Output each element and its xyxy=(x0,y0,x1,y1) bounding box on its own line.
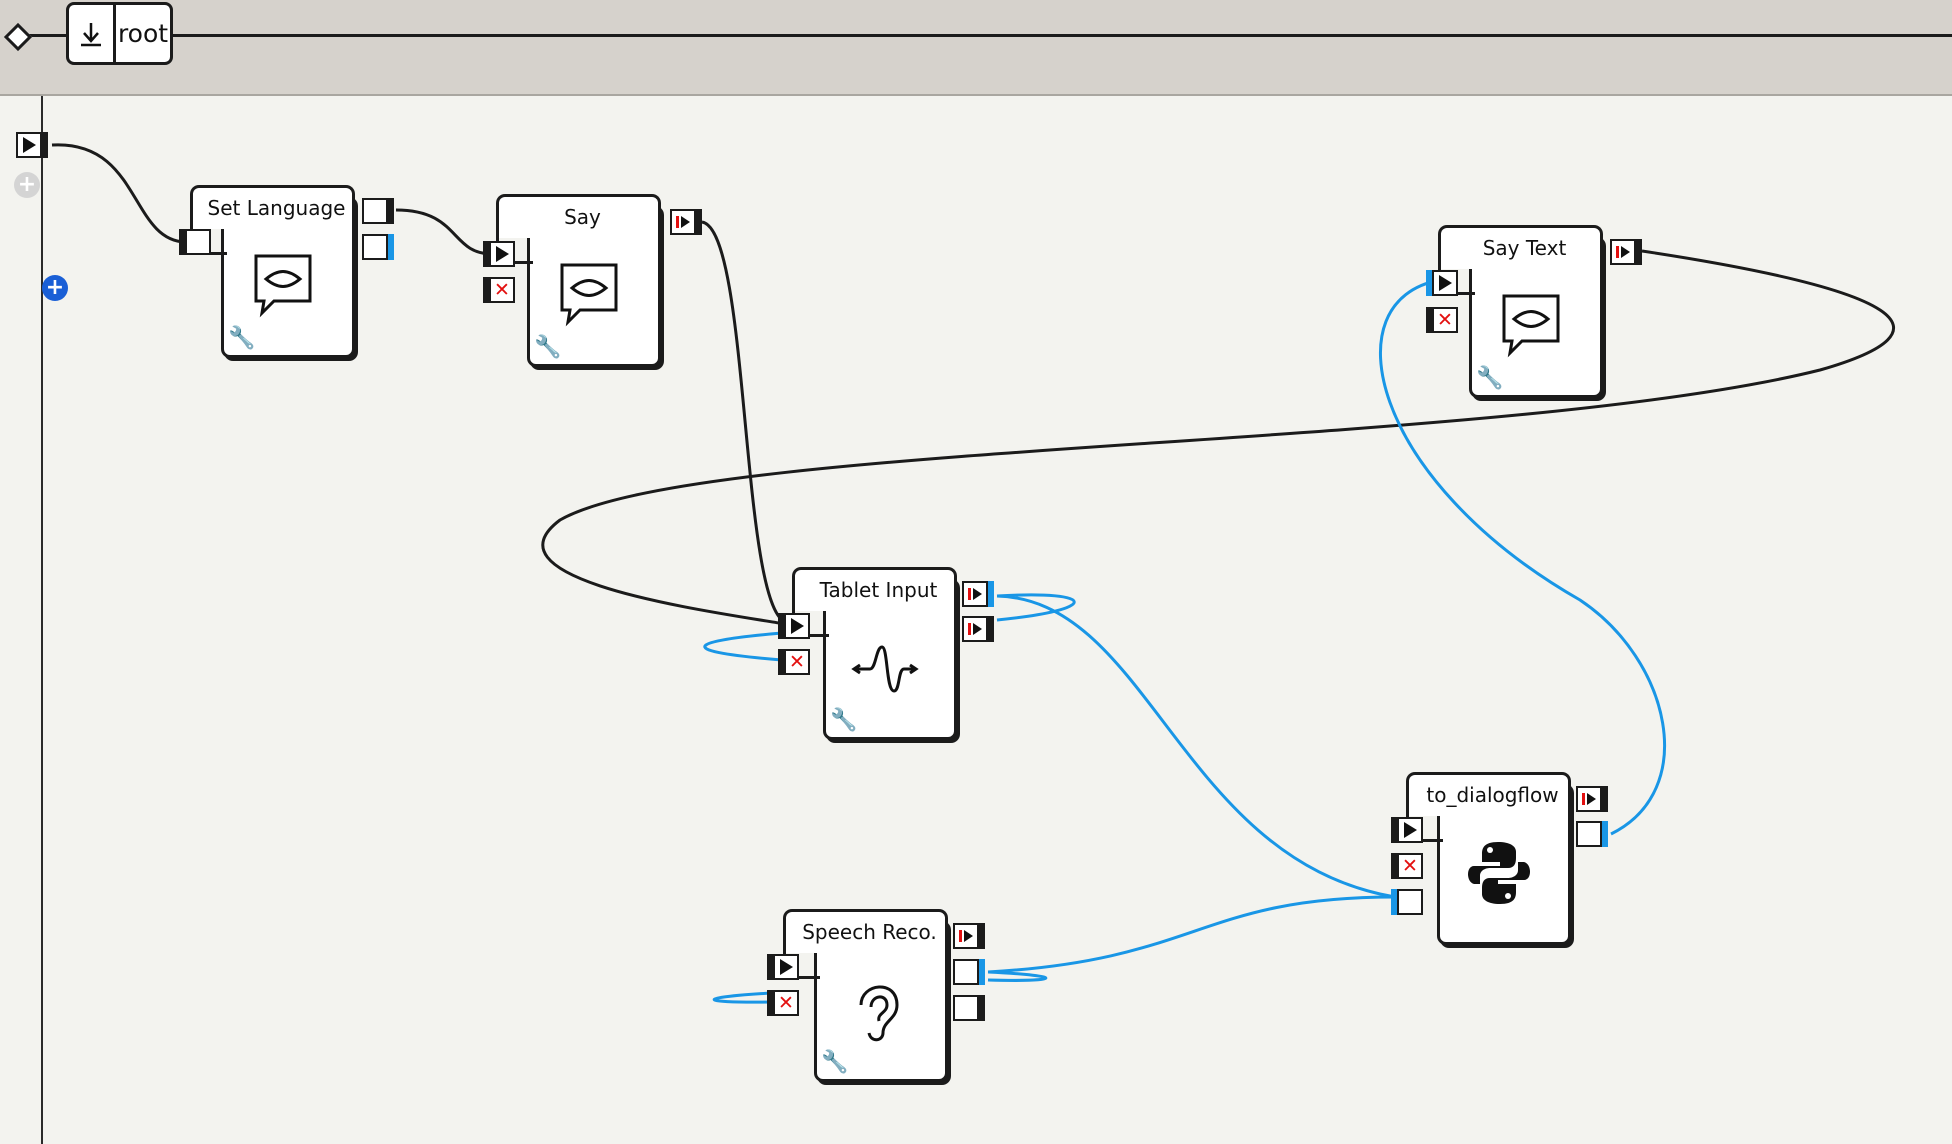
box-title: Tablet Input xyxy=(792,567,957,611)
breadcrumb-root[interactable]: root xyxy=(66,2,173,65)
say-start-port[interactable] xyxy=(483,241,515,267)
stop-x-icon: ✕ xyxy=(789,650,805,673)
wire-say-to-tablet-input xyxy=(701,220,786,624)
set-language-output-port-2[interactable] xyxy=(362,234,394,260)
speech-bubble-lips-icon xyxy=(560,263,618,327)
ear-icon xyxy=(859,985,899,1042)
wire-say-text-loop-to-tablet-input xyxy=(541,249,1895,626)
box-say[interactable]: Say 🔧 xyxy=(496,194,661,367)
box-set-language[interactable]: Set Language 🔧 xyxy=(190,185,355,358)
to-dialogflow-start-port[interactable] xyxy=(1391,817,1423,843)
stop-x-icon: ✕ xyxy=(494,278,510,301)
speech-reco-output-port-3[interactable] xyxy=(953,995,985,1021)
play-icon xyxy=(775,956,797,978)
breadcrumb-bar: root xyxy=(0,0,1952,96)
speech-bubble-lips-icon xyxy=(1502,294,1560,358)
to-dialogflow-stop-port[interactable]: ✕ xyxy=(1391,853,1423,879)
speech-bubble-lips-icon xyxy=(254,254,312,318)
wrench-icon[interactable]: 🔧 xyxy=(1476,366,1504,391)
box-title: Speech Reco. xyxy=(783,909,948,953)
play-icon xyxy=(1399,819,1421,841)
python-logo-icon xyxy=(1468,842,1530,904)
to-dialogflow-done-port[interactable] xyxy=(1576,786,1608,812)
box-title: to_dialogflow xyxy=(1406,772,1571,816)
play-icon xyxy=(18,134,40,156)
box-speech-reco[interactable]: Speech Reco. 🔧 xyxy=(783,909,948,1082)
flow-start-port[interactable] xyxy=(16,132,48,158)
add-output-plus-icon[interactable]: + xyxy=(42,275,68,301)
wrench-icon[interactable]: 🔧 xyxy=(821,1050,849,1075)
play-icon xyxy=(491,243,513,265)
on-stopped-icon xyxy=(955,925,977,947)
say-text-done-port[interactable] xyxy=(1610,239,1642,265)
say-text-stop-port[interactable]: ✕ xyxy=(1426,307,1458,333)
wire-dialogflow-to-say-text xyxy=(1379,278,1667,836)
set-language-output-port-1[interactable] xyxy=(362,198,394,224)
wrench-icon[interactable]: 🔧 xyxy=(534,335,562,360)
breadcrumb-root-label: root xyxy=(117,19,169,48)
speech-reco-done-port[interactable] xyxy=(953,923,985,949)
signal-wave-icon xyxy=(851,645,919,693)
box-say-text[interactable]: Say Text 🔧 xyxy=(1438,225,1603,398)
set-language-input-port[interactable] xyxy=(179,229,211,255)
tablet-input-start-port[interactable] xyxy=(778,613,810,639)
wrench-icon[interactable]: 🔧 xyxy=(830,708,858,733)
on-stopped-icon xyxy=(1578,788,1600,810)
box-to-dialogflow[interactable]: to_dialogflow xyxy=(1406,772,1571,945)
say-text-start-port[interactable] xyxy=(1426,270,1458,296)
play-icon xyxy=(1434,272,1456,294)
add-input-plus-icon[interactable]: + xyxy=(14,172,40,198)
say-done-port[interactable] xyxy=(670,209,702,235)
play-icon xyxy=(786,615,808,637)
stop-x-icon: ✕ xyxy=(778,991,794,1014)
box-title: Say xyxy=(496,194,661,238)
stop-x-icon: ✕ xyxy=(1437,308,1453,331)
box-title: Say Text xyxy=(1438,225,1603,269)
wire-start-to-set-language xyxy=(51,143,186,244)
breadcrumb-track xyxy=(22,34,1952,37)
speech-reco-start-port[interactable] xyxy=(767,954,799,980)
speech-reco-stop-port[interactable]: ✕ xyxy=(767,990,799,1016)
wire-tablet-input-to-dialogflow xyxy=(996,593,1396,899)
box-title: Set Language xyxy=(190,185,355,229)
say-stop-port[interactable]: ✕ xyxy=(483,277,515,303)
speech-reco-word-port[interactable] xyxy=(953,959,985,985)
stop-x-icon: ✕ xyxy=(1402,854,1418,877)
on-stopped-icon xyxy=(1612,241,1634,263)
flow-rail xyxy=(41,96,43,1144)
on-stopped-icon xyxy=(672,211,694,233)
on-stopped-icon xyxy=(964,583,986,605)
on-stopped-icon xyxy=(964,618,986,640)
wire-speech-reco-to-dialogflow xyxy=(987,895,1396,982)
wire-set-language-to-say xyxy=(395,208,493,256)
tablet-input-output-port-2[interactable] xyxy=(962,616,994,642)
to-dialogflow-input-port[interactable] xyxy=(1391,889,1423,915)
tablet-input-stop-port[interactable]: ✕ xyxy=(778,649,810,675)
wire-speech-reco-loop xyxy=(712,991,773,1004)
wire-tablet-input-loop xyxy=(703,631,783,662)
to-dialogflow-output-port[interactable] xyxy=(1576,821,1608,847)
wrench-icon[interactable]: 🔧 xyxy=(228,326,256,351)
tablet-input-output-port-1[interactable] xyxy=(962,581,994,607)
box-tablet-input[interactable]: Tablet Input 🔧 xyxy=(792,567,957,740)
anchor-icon xyxy=(69,5,116,62)
